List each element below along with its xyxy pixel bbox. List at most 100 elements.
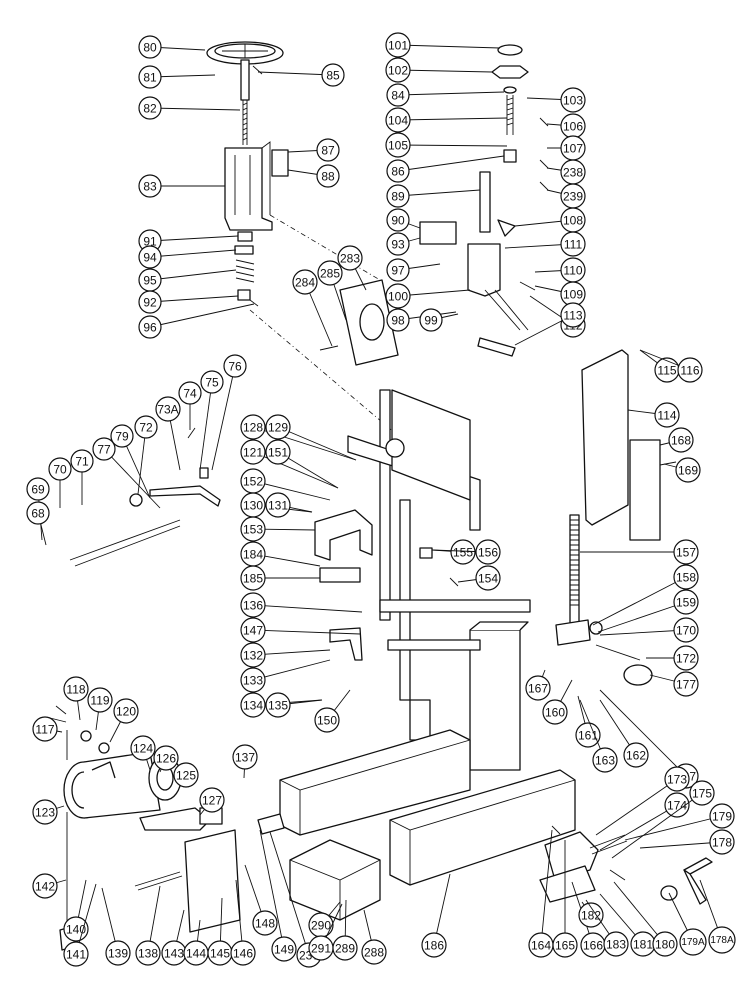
callout-circle xyxy=(542,699,568,725)
part-callout-139: 139 xyxy=(105,940,131,966)
part-callout-72: 72 xyxy=(134,415,158,439)
part-callout-88: 88 xyxy=(316,164,340,188)
callout-circle xyxy=(361,939,387,965)
leader-line xyxy=(149,235,239,242)
callout-circle xyxy=(240,667,266,693)
leader-line xyxy=(540,829,553,946)
callout-circle xyxy=(63,941,89,967)
part-callout-110: 110 xyxy=(560,257,586,283)
part-callout-174: 174 xyxy=(664,792,690,818)
part-callout-141: 141 xyxy=(63,941,89,967)
part-number-label: 79 xyxy=(115,430,129,444)
callout-circle xyxy=(70,449,94,473)
part-number-label: 152 xyxy=(243,475,263,489)
part-callout-132: 132 xyxy=(240,642,266,668)
callout-circle xyxy=(92,437,116,461)
part-number-label: 151 xyxy=(268,446,288,460)
part-number-label: 145 xyxy=(210,947,230,961)
part-callout-74: 74 xyxy=(178,381,202,405)
callout-circle xyxy=(385,107,411,133)
callout-circle xyxy=(623,742,649,768)
part-number-label: 163 xyxy=(595,754,615,768)
part-callout-97: 97 xyxy=(386,258,410,282)
part-number-label: 119 xyxy=(90,694,109,708)
callout-circle xyxy=(134,415,158,439)
callout-circle xyxy=(560,302,586,328)
part-callout-99: 99 xyxy=(419,308,443,332)
callout-circle xyxy=(138,315,162,339)
callout-circle xyxy=(63,916,89,942)
part-number-label: 90 xyxy=(391,214,405,228)
part-callout-89: 89 xyxy=(386,184,410,208)
part-callout-142: 142 xyxy=(32,873,58,899)
part-callout-180: 180 xyxy=(652,931,678,957)
callout-circle xyxy=(138,96,162,120)
callout-circle xyxy=(138,245,162,269)
leader-line xyxy=(639,841,723,849)
part-number-label: 132 xyxy=(243,649,263,663)
part-callout-127: 127 xyxy=(199,787,225,813)
part-callout-107: 107 xyxy=(560,135,586,161)
part-callout-288: 288 xyxy=(361,939,387,965)
part-number-label: 82 xyxy=(143,102,157,116)
leader-line xyxy=(252,604,363,613)
callout-circle xyxy=(265,492,291,518)
part-callout-146: 146 xyxy=(230,940,256,966)
part-callout-135: 135 xyxy=(265,692,291,718)
callout-circle xyxy=(386,232,410,256)
callout-circle xyxy=(230,940,256,966)
part-number-label: 83 xyxy=(143,180,157,194)
part-callout-124: 124 xyxy=(130,735,156,761)
part-callout-86: 86 xyxy=(386,159,410,183)
part-callout-177: 177 xyxy=(673,671,699,697)
part-number-label: 154 xyxy=(478,572,498,586)
callout-circle xyxy=(316,138,340,162)
part-number-label: 87 xyxy=(321,144,335,158)
part-callout-128: 128 xyxy=(240,414,266,440)
part-number-label: 121 xyxy=(243,446,263,460)
part-callout-87: 87 xyxy=(316,138,340,162)
part-callout-170: 170 xyxy=(673,617,699,643)
part-number-label: 80 xyxy=(143,41,157,55)
part-number-label: 157 xyxy=(676,546,696,560)
part-callout-166: 166 xyxy=(580,932,606,958)
callout-circle xyxy=(26,477,50,501)
part-number-label: 126 xyxy=(156,752,176,766)
part-number-label: 166 xyxy=(583,939,603,953)
callout-circle xyxy=(32,799,58,825)
part-callout-130: 130 xyxy=(240,492,266,518)
leader-line xyxy=(397,144,508,147)
leader-line xyxy=(252,649,331,656)
part-callout-136: 136 xyxy=(240,592,266,618)
part-callout-178: 178 xyxy=(709,829,735,855)
callout-circle xyxy=(26,501,50,525)
part-callout-283: 283 xyxy=(337,245,363,271)
part-number-label: 133 xyxy=(243,674,263,688)
callout-circle xyxy=(292,269,318,295)
callout-circle xyxy=(200,370,224,394)
callout-circle xyxy=(63,676,89,702)
part-number-label: 178A xyxy=(710,935,734,946)
part-number-label: 91 xyxy=(143,235,157,249)
callout-circle xyxy=(419,308,443,332)
part-callout-178a: 178A xyxy=(708,926,736,954)
part-number-label: 120 xyxy=(116,705,136,719)
part-number-label: 77 xyxy=(97,443,111,457)
part-callout-102: 102 xyxy=(385,57,411,83)
part-callout-93: 93 xyxy=(386,232,410,256)
part-number-label: 136 xyxy=(243,599,263,613)
part-number-label: 153 xyxy=(243,523,263,537)
part-number-label: 94 xyxy=(143,251,157,265)
part-number-label: 115 xyxy=(657,364,676,378)
part-callout-140: 140 xyxy=(63,916,89,942)
part-callout-289: 289 xyxy=(332,935,358,961)
part-callout-77: 77 xyxy=(92,437,116,461)
callout-circle xyxy=(386,184,410,208)
part-callout-144: 144 xyxy=(183,940,209,966)
part-number-label: 106 xyxy=(563,120,583,134)
part-number-label: 93 xyxy=(391,238,405,252)
part-callout-157: 157 xyxy=(673,539,699,565)
part-number-label: 129 xyxy=(268,421,288,435)
part-callout-94: 94 xyxy=(138,245,162,269)
part-number-label: 69 xyxy=(31,483,45,497)
